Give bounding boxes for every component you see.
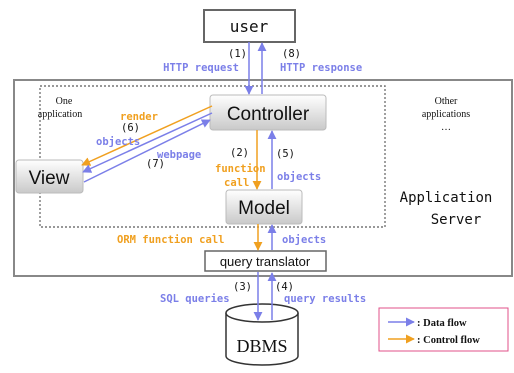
user-node-label: user (230, 17, 269, 36)
step-1: (1) (228, 48, 247, 60)
user-node (203, 9, 296, 43)
query-translator-node (204, 250, 327, 272)
model-node-label: Model (238, 198, 290, 219)
step-7: (7) (146, 158, 165, 170)
legend-box (378, 307, 509, 352)
other-applications-label-line1: Other (435, 96, 458, 107)
label-objects-view: objects (96, 136, 140, 148)
application-server-box (13, 79, 513, 277)
label-http-response: HTTP response (280, 62, 362, 74)
label-http-request: HTTP request (163, 62, 239, 74)
arrow-webpage (83, 119, 211, 183)
dbms-cylinder-body (225, 313, 299, 366)
label-objects-model: objects (277, 171, 321, 183)
view-node (15, 159, 84, 194)
one-application-box (39, 85, 386, 228)
label-render: render (120, 111, 158, 123)
legend-data-flow-label: : Data flow (417, 318, 467, 329)
other-applications-label-line2: applications (422, 109, 470, 120)
step-6: (6) (121, 122, 140, 134)
step-3: (3) (233, 281, 252, 293)
step-8: (8) (282, 48, 301, 60)
label-webpage: webpage (157, 149, 201, 161)
label-objects-orm: objects (282, 234, 326, 246)
view-node-label: View (29, 168, 70, 189)
model-node (225, 189, 303, 225)
arrow-objects-to-view (82, 112, 213, 173)
arrow-render (81, 105, 213, 166)
dbms-label: DBMS (236, 336, 287, 356)
label-sql-queries: SQL queries (160, 293, 230, 305)
label-function-call-line2: call (224, 177, 249, 189)
one-application-label-line1: One (56, 96, 73, 107)
step-4: (4) (275, 281, 294, 293)
label-function-call-line1: function (215, 163, 266, 175)
label-query-results: query results (284, 293, 366, 305)
query-translator-label: query translator (220, 254, 311, 269)
step-5: (5) (276, 148, 295, 160)
controller-node-label: Controller (227, 104, 310, 125)
other-applications-label-line3: … (441, 122, 451, 133)
controller-node (209, 94, 327, 131)
legend-control-flow-label: : Control flow (417, 335, 480, 346)
application-server-label-line1: Application (400, 190, 493, 206)
application-server-label-line2: Server (431, 212, 482, 228)
step-2: (2) (230, 147, 249, 159)
dbms-cylinder-top (225, 303, 299, 323)
label-orm-function-call: ORM function call (117, 234, 224, 246)
one-application-label-line2: application (38, 109, 82, 120)
